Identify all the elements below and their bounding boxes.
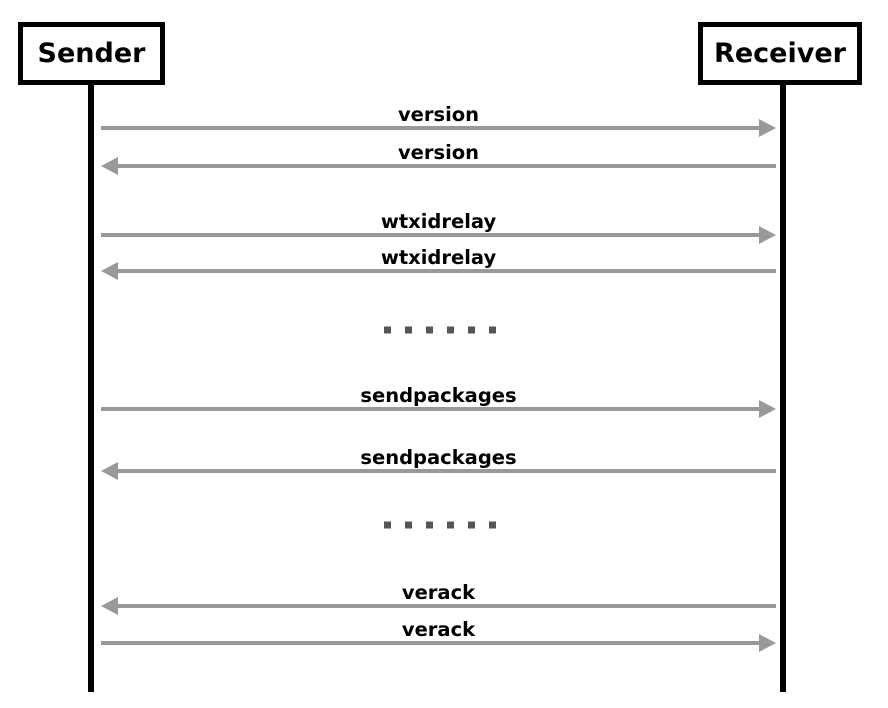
arrowhead-left-icon	[101, 157, 118, 175]
ellipsis-dot	[426, 521, 433, 529]
arrowhead-right-icon	[759, 634, 776, 652]
lifelines-group	[88, 85, 786, 692]
message-m1: version	[101, 103, 776, 137]
ellipsis-dot	[468, 521, 475, 529]
message-label: verack	[402, 581, 476, 604]
message-label: wtxidrelay	[381, 210, 497, 233]
ellipsis-dot	[489, 326, 496, 334]
messages-group: version version wtxidrelay wtxidrelay sendpa…	[101, 103, 776, 652]
actor-label-sender: Sender	[38, 38, 147, 69]
message-m2: version	[101, 141, 776, 175]
actor-receiver[interactable]: Receiver	[698, 22, 862, 85]
arrowhead-right-icon	[759, 119, 776, 137]
message-label: wtxidrelay	[381, 246, 497, 269]
message-m8: verack	[101, 618, 776, 652]
message-label: verack	[402, 618, 476, 641]
ellipsis-group	[384, 326, 496, 529]
ellipsis-dot	[468, 326, 475, 334]
ellipsis-dot	[405, 521, 412, 529]
actor-sender[interactable]: Sender	[18, 22, 165, 85]
message-m7: verack	[101, 581, 776, 615]
message-label: version	[398, 141, 479, 164]
message-label: sendpackages	[360, 446, 516, 469]
arrowhead-right-icon	[759, 226, 776, 244]
ellipsis-dot	[384, 326, 391, 334]
ellipsis-dot	[384, 521, 391, 529]
ellipsis-row-e1	[384, 326, 496, 334]
ellipsis-dot	[426, 326, 433, 334]
message-m4: wtxidrelay	[101, 246, 776, 280]
arrowhead-left-icon	[101, 597, 118, 615]
ellipsis-dot	[447, 326, 454, 334]
actor-box-receiver[interactable]	[698, 22, 862, 85]
ellipsis-dot	[405, 326, 412, 334]
actor-box-sender[interactable]	[18, 22, 165, 85]
ellipsis-dot	[489, 521, 496, 529]
actor-label-receiver: Receiver	[714, 38, 847, 69]
arrowhead-left-icon	[101, 462, 118, 480]
message-m3: wtxidrelay	[101, 210, 776, 244]
message-label: sendpackages	[360, 384, 516, 407]
ellipsis-dot	[447, 521, 454, 529]
message-m5: sendpackages	[101, 384, 776, 418]
message-m6: sendpackages	[101, 446, 776, 480]
arrowhead-left-icon	[101, 262, 118, 280]
arrowhead-right-icon	[759, 400, 776, 418]
message-label: version	[398, 103, 479, 126]
ellipsis-row-e2	[384, 521, 496, 529]
actors-group: Sender Receiver	[18, 22, 862, 85]
